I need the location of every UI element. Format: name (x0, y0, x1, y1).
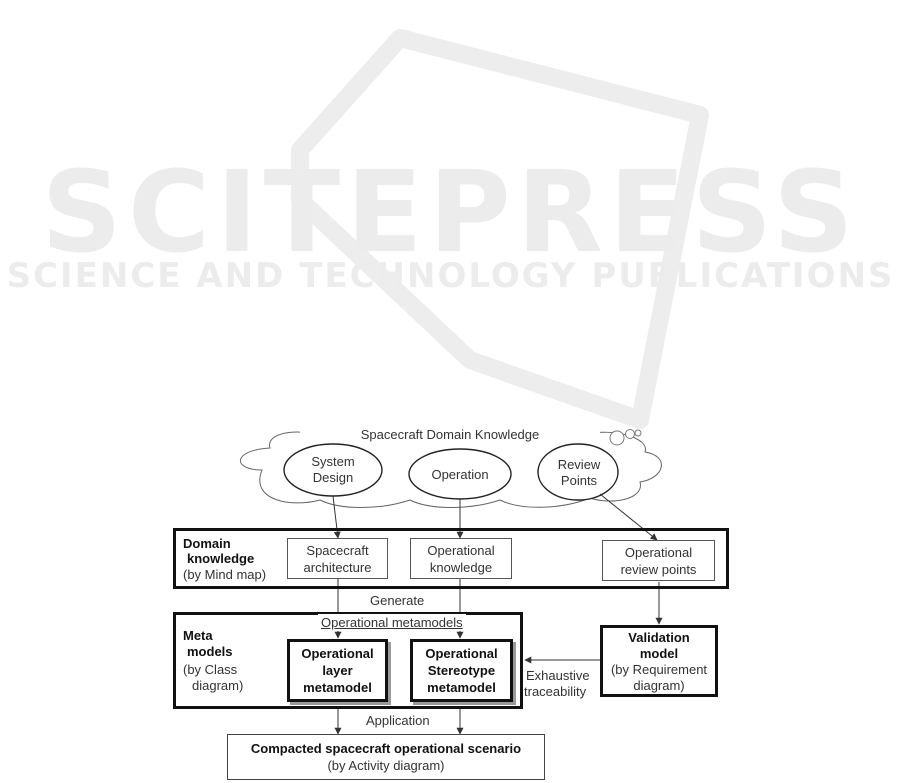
domain-knowledge-band (173, 528, 729, 589)
watermark-subtitle: SCIENCE AND TECHNOLOGY PUBLICATIONS (6, 256, 895, 296)
topic-operation: Operation (410, 466, 510, 484)
node-operational-knowledge-line1: Operational (427, 542, 495, 558)
arrow-system-design-to-architecture (332, 495, 341, 539)
cloud-bubble-large (609, 430, 625, 446)
node-layer-metamodel-line1: Operational (301, 646, 374, 661)
validation-model-subtitle-line2: diagram) (633, 678, 685, 693)
node-stereotype-metamodel-line1: Operational (425, 646, 498, 661)
node-layer-metamodel-line2: layer (322, 663, 353, 678)
node-operational-knowledge-line2: knowledge (429, 559, 493, 575)
operational-metamodels-label: Operational metamodels (318, 614, 466, 631)
cloud-title: Spacecraft Domain Knowledge (300, 426, 600, 443)
node-stereotype-metamodel-line3: metamodel (427, 680, 496, 695)
topic-review-points-ellipse (537, 443, 619, 501)
validation-model-title-line1: Validation (628, 630, 690, 645)
scenario-title: Compacted spacecraft operational scenari… (250, 741, 522, 756)
meta-models-title-line2: models (187, 644, 233, 659)
traceability-label-line2: traceability (524, 684, 587, 699)
topic-system-design: System Design (286, 452, 380, 488)
node-operational-review-points: Operational review points (602, 540, 715, 581)
node-spacecraft-architecture-line2: architecture (303, 559, 372, 575)
domain-knowledge-subtitle: (by Mind map) (183, 567, 267, 582)
node-stereotype-metamodel-line2: Stereotype (427, 663, 496, 678)
validation-model-box (600, 625, 718, 697)
topic-system-design-line2: Design (312, 470, 354, 485)
arrow-review-points-to-review (599, 493, 658, 541)
meta-models-subtitle-line1: (by Class (183, 662, 238, 677)
domain-knowledge-title-line2: knowledge (187, 551, 255, 566)
scenario-subtitle: (by Activity diagram) (327, 758, 445, 773)
topic-review-points-line2: Points (560, 473, 598, 488)
node-operational-review-points-line1: Operational (624, 544, 693, 560)
meta-models-band (173, 612, 523, 709)
application-label: Application (363, 712, 433, 729)
node-operational-stereotype-metamodel: Operational Stereotype metamodel (410, 639, 513, 702)
meta-models-subtitle-line2: diagram) (192, 678, 244, 693)
node-operational-layer-metamodel: Operational layer metamodel (287, 639, 388, 702)
node-spacecraft-architecture-line1: Spacecraft (306, 542, 369, 558)
node-layer-metamodel-line3: metamodel (303, 680, 372, 695)
cloud-bubble-medium (625, 429, 635, 439)
validation-model-subtitle-line1: (by Requirement (610, 662, 708, 677)
scenario-box (227, 734, 545, 780)
traceability-label-line1: Exhaustive (526, 668, 590, 683)
topic-review-points-line1: Review (557, 457, 601, 472)
generate-label: Generate (367, 592, 428, 609)
topic-review-points: Review Points (540, 455, 618, 491)
node-operational-review-points-line2: review points (620, 561, 697, 577)
meta-models-title-line1: Meta (183, 628, 213, 643)
cloud-bubble-small (634, 429, 642, 437)
node-operational-knowledge: Operational knowledge (410, 538, 512, 579)
validation-model-title-line2: model (639, 646, 679, 661)
node-spacecraft-architecture: Spacecraft architecture (287, 538, 388, 579)
watermark-title: SCITEPRESS (41, 148, 860, 278)
domain-knowledge-title-line1: Domain (183, 536, 231, 551)
topic-system-design-line1: System (311, 454, 355, 469)
topic-operation-label: Operation (431, 467, 489, 482)
